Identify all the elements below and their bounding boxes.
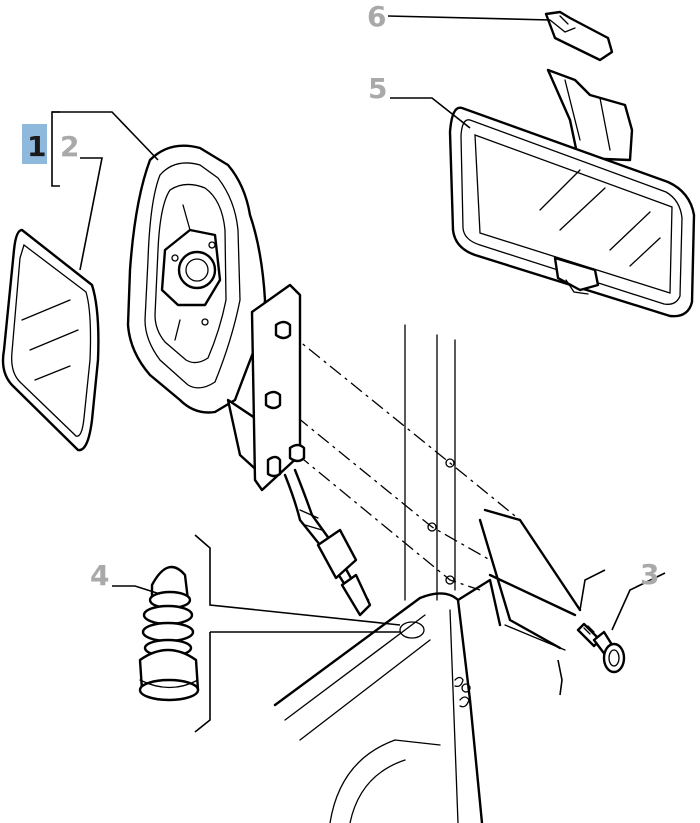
leader-line-1 xyxy=(52,111,159,161)
grommet-drawing xyxy=(138,565,200,702)
screw-drawing xyxy=(576,622,626,674)
screw-bracket xyxy=(557,569,606,696)
part-1-highlight xyxy=(22,124,47,164)
grommet-bracket xyxy=(194,534,401,626)
assembly-lines xyxy=(275,331,521,591)
leader-line-6 xyxy=(387,15,551,21)
callout-5[interactable]: 5 xyxy=(368,72,387,105)
leader-line-3 xyxy=(611,572,666,631)
door-mirror-housing-drawing xyxy=(126,144,372,617)
grommet-bracket-lower xyxy=(194,631,400,733)
clip-drawing xyxy=(544,10,614,62)
leader-line-2 xyxy=(79,157,103,271)
callout-2[interactable]: 2 xyxy=(60,130,79,163)
callout-6[interactable]: 6 xyxy=(367,0,386,33)
rearview-mirror-drawing xyxy=(448,68,696,318)
leader-line-4 xyxy=(112,585,161,595)
mirror-glass-drawing xyxy=(1,228,100,452)
door-panel-drawing xyxy=(273,324,582,823)
leader-line-5 xyxy=(390,97,471,129)
callout-1[interactable]: 1 xyxy=(27,130,46,163)
callout-3[interactable]: 3 xyxy=(640,558,659,591)
callout-4[interactable]: 4 xyxy=(90,559,109,592)
group-bracket xyxy=(51,111,60,187)
